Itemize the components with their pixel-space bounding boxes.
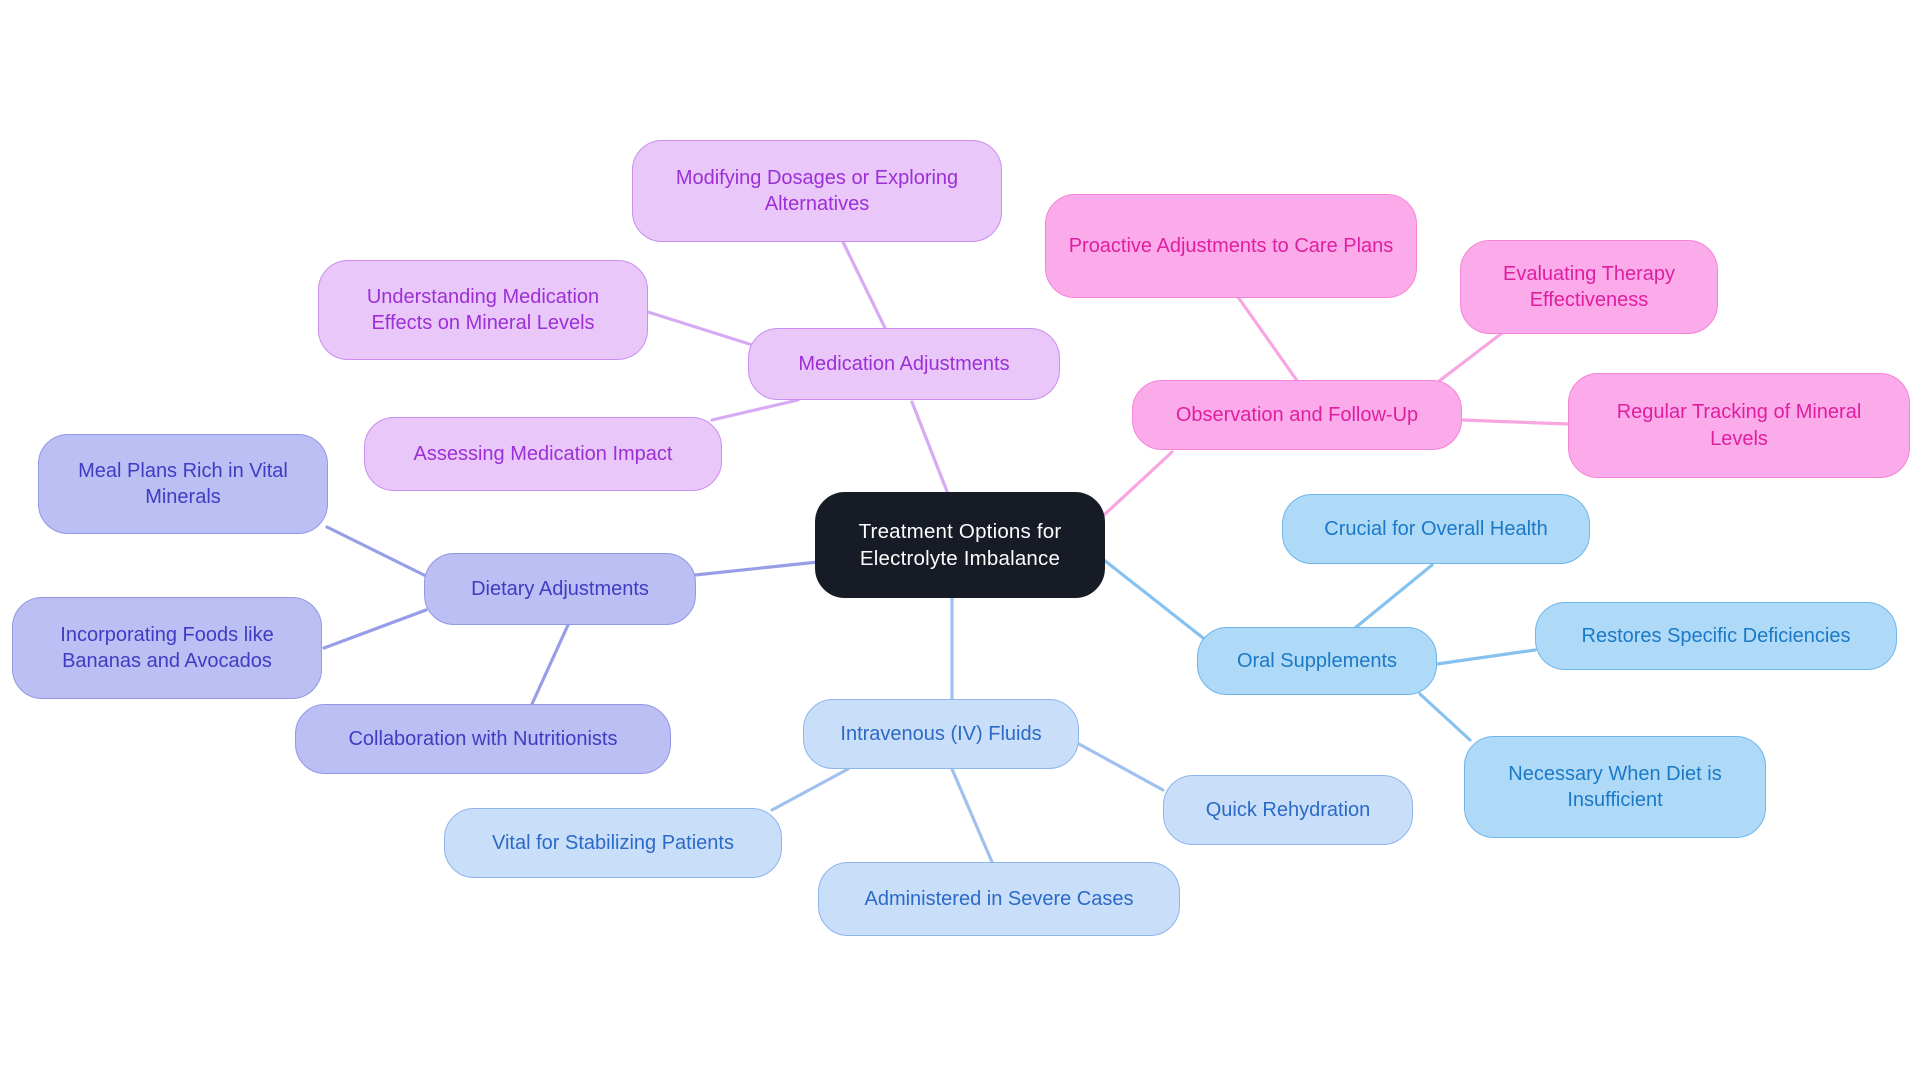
node-necessary-when-diet-insufficient[interactable]: Necessary When Diet is Insufficient xyxy=(1464,736,1766,838)
edge-dietary-adjustments-1 xyxy=(325,525,436,582)
node-label: Observation and Follow-Up xyxy=(1175,403,1419,426)
edge-oral-supplements-1 xyxy=(1353,563,1434,630)
node-meal-plans[interactable]: Meal Plans Rich in Vital Minerals xyxy=(38,434,328,534)
edge-observation-follow-up-3 xyxy=(1460,418,1570,426)
node-label: Medication Adjustments xyxy=(798,352,1010,375)
node-label: Incorporating Foods like Bananas and Avo… xyxy=(60,623,274,672)
edge-oral-supplements-2 xyxy=(1435,648,1537,666)
edge-medication-adjustments-3 xyxy=(710,398,800,422)
node-incorporating-foods[interactable]: Incorporating Foods like Bananas and Avo… xyxy=(12,597,322,699)
node-observation-and-follow-up[interactable]: Observation and Follow-Up xyxy=(1132,380,1462,450)
node-understanding-medication-effects[interactable]: Understanding Medication Effects on Mine… xyxy=(318,260,648,360)
node-label: Understanding Medication Effects on Mine… xyxy=(366,285,600,334)
edge-dietary-adjustments-2 xyxy=(322,608,428,650)
node-restores-deficiencies[interactable]: Restores Specific Deficiencies xyxy=(1535,602,1897,670)
node-administered-severe-cases[interactable]: Administered in Severe Cases xyxy=(818,862,1180,936)
node-label: Necessary When Diet is Insufficient xyxy=(1508,762,1722,811)
node-central[interactable]: Treatment Options for Electrolyte Imbala… xyxy=(815,492,1105,598)
node-label: Regular Tracking of Mineral Levels xyxy=(1616,401,1862,450)
edge-medication-adjustments-1 xyxy=(841,240,888,332)
node-label: Restores Specific Deficiencies xyxy=(1581,624,1851,647)
node-vital-for-stabilizing[interactable]: Vital for Stabilizing Patients xyxy=(444,808,782,878)
node-collaboration-nutritionists[interactable]: Collaboration with Nutritionists xyxy=(295,704,671,774)
node-evaluating-therapy[interactable]: Evaluating Therapy Effectiveness xyxy=(1460,240,1718,334)
node-label: Crucial for Overall Health xyxy=(1324,517,1548,540)
node-label: Collaboration with Nutritionists xyxy=(348,727,618,750)
node-label: Dietary Adjustments xyxy=(471,577,649,600)
edge-intravenous-fluids-2 xyxy=(1077,742,1165,792)
edge-medication-adjustments-2 xyxy=(646,310,764,350)
node-label: Oral Supplements xyxy=(1236,649,1398,672)
node-modifying-dosages[interactable]: Modifying Dosages or Exploring Alternati… xyxy=(632,140,1002,242)
edge-intravenous-fluids-3 xyxy=(950,767,994,864)
edge-dietary-adjustments-0 xyxy=(693,560,820,577)
edge-medication-adjustments-0 xyxy=(910,400,950,496)
node-medication-adjustments[interactable]: Medication Adjustments xyxy=(748,328,1060,400)
node-dietary-adjustments[interactable]: Dietary Adjustments xyxy=(424,553,696,625)
node-label: Administered in Severe Cases xyxy=(864,887,1134,910)
node-intravenous-iv-fluids[interactable]: Intravenous (IV) Fluids xyxy=(803,699,1079,769)
node-assessing-medication-impact[interactable]: Assessing Medication Impact xyxy=(364,417,722,491)
edge-oral-supplements-3 xyxy=(1418,692,1472,742)
node-quick-rehydration[interactable]: Quick Rehydration xyxy=(1163,775,1413,845)
node-proactive-adjustments[interactable]: Proactive Adjustments to Care Plans xyxy=(1045,194,1417,298)
node-crucial-for-health[interactable]: Crucial for Overall Health xyxy=(1282,494,1590,564)
node-label: Intravenous (IV) Fluids xyxy=(840,722,1042,745)
edge-observation-follow-up-1 xyxy=(1236,295,1300,384)
node-label: Treatment Options for Electrolyte Imbala… xyxy=(858,519,1062,570)
node-label: Vital for Stabilizing Patients xyxy=(492,831,734,854)
node-label: Quick Rehydration xyxy=(1205,798,1371,821)
node-label: Evaluating Therapy Effectiveness xyxy=(1503,262,1675,311)
node-label: Modifying Dosages or Exploring Alternati… xyxy=(675,166,959,215)
edge-dietary-adjustments-3 xyxy=(530,623,570,706)
node-label: Assessing Medication Impact xyxy=(413,442,673,465)
edge-oral-supplements-0 xyxy=(1102,558,1214,647)
edge-observation-follow-up-0 xyxy=(1101,450,1174,518)
node-regular-tracking[interactable]: Regular Tracking of Mineral Levels xyxy=(1568,373,1910,478)
edge-intravenous-fluids-1 xyxy=(770,767,850,812)
edge-observation-follow-up-2 xyxy=(1428,331,1504,390)
node-label: Proactive Adjustments to Care Plans xyxy=(1068,234,1394,257)
node-label: Meal Plans Rich in Vital Minerals xyxy=(78,459,288,508)
node-oral-supplements[interactable]: Oral Supplements xyxy=(1197,627,1437,695)
